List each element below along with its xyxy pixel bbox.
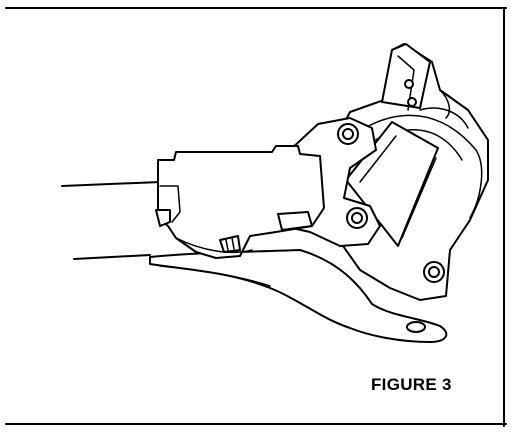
motor-housing xyxy=(325,43,489,301)
connector-lock-tab xyxy=(219,235,241,253)
electrical-connector xyxy=(155,145,325,259)
figure-caption: FIGURE 3 xyxy=(371,375,452,394)
mounting-bolt-upper xyxy=(337,123,359,145)
frame-border xyxy=(5,7,507,427)
bracket-hole xyxy=(406,321,426,333)
mounting-bracket xyxy=(149,249,448,343)
wire-harness-cable xyxy=(61,181,161,260)
mounting-bolt-lower xyxy=(423,261,445,283)
mounting-bolt-middle xyxy=(346,207,368,229)
connector-latch xyxy=(277,211,313,231)
